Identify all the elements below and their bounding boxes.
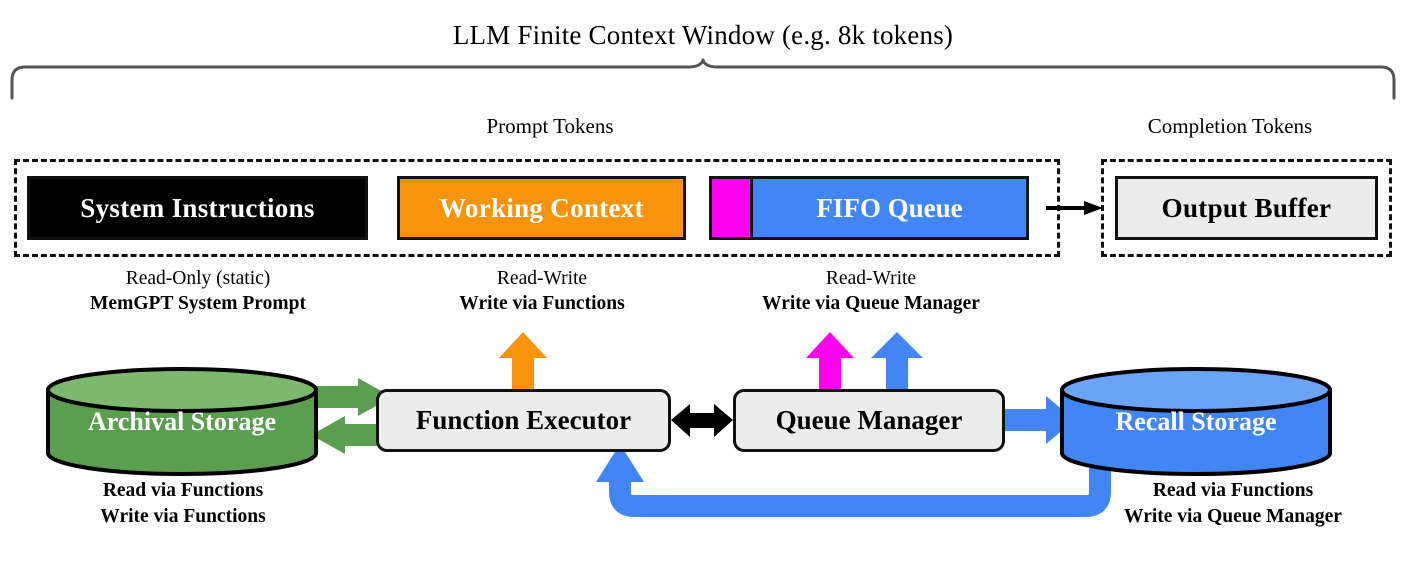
queue-to-fifo-arrow: [871, 332, 923, 389]
working-context-annotation: Read-Write Write via Functions: [397, 266, 687, 316]
annotation-line-2: MemGPT System Prompt: [90, 293, 306, 314]
annotation-line-1: Read via Functions: [102, 480, 264, 501]
function-queue-bidirectional-arrow: [671, 404, 733, 437]
system-instructions-annotation: Read-Only (static) MemGPT System Prompt: [28, 266, 368, 316]
queue-manager-node[interactable]: Queue Manager: [733, 389, 1005, 452]
archival-storage-label: Archival Storage: [88, 406, 276, 436]
annotation-line-1: Read-Write: [496, 268, 588, 289]
archival-storage-annotation: Read via Functions Write via Functions: [30, 478, 336, 530]
context-window-brace: [10, 58, 1396, 100]
fifo-to-output-arrow-icon: [1046, 200, 1106, 216]
annotation-line-2: Write via Functions: [459, 293, 625, 314]
annotation-line-1: Read via Functions: [1152, 480, 1314, 501]
annotation-line-2: Write via Functions: [100, 506, 266, 527]
fifo-queue-evicted-segment: [712, 179, 753, 237]
prompt-tokens-caption: Prompt Tokens: [486, 114, 614, 138]
completion-tokens-caption: Completion Tokens: [1147, 114, 1313, 138]
annotation-line-2: Write via Queue Manager: [762, 293, 980, 314]
annotation-line-2: Write via Queue Manager: [1124, 506, 1342, 527]
working-context-block[interactable]: Working Context: [397, 176, 686, 240]
function-executor-node[interactable]: Function Executor: [376, 389, 671, 452]
queue-manager-label: Queue Manager: [775, 405, 963, 435]
recall-storage-annotation: Read via Functions Write via Queue Manag…: [1070, 478, 1396, 530]
system-instructions-block[interactable]: System Instructions: [27, 176, 368, 240]
annotation-line-1: Read-Only (static): [125, 268, 271, 289]
annotation-line-1: Read-Write: [825, 268, 917, 289]
output-buffer-block[interactable]: Output Buffer: [1115, 176, 1378, 240]
recall-storage-node[interactable]: Recall Storage: [1062, 372, 1330, 471]
page-title: LLM Finite Context Window (e.g. 8k token…: [452, 20, 954, 50]
recall-storage-label: Recall Storage: [1115, 406, 1277, 436]
function-to-working-context-arrow: [499, 332, 547, 389]
queue-to-fifo-evict-arrow: [806, 332, 854, 389]
output-buffer-label: Output Buffer: [1161, 192, 1332, 223]
working-context-label: Working Context: [439, 192, 644, 223]
recall-to-function-executor-pipe: [596, 444, 1111, 517]
archival-storage-node[interactable]: Archival Storage: [48, 372, 316, 471]
function-executor-label: Function Executor: [415, 405, 632, 435]
system-instructions-label: System Instructions: [80, 192, 315, 223]
fifo-queue-annotation: Read-Write Write via Queue Manager: [711, 266, 1031, 316]
fifo-queue-label: FIFO Queue: [816, 192, 963, 223]
fifo-queue-block[interactable]: FIFO Queue: [709, 176, 1029, 240]
